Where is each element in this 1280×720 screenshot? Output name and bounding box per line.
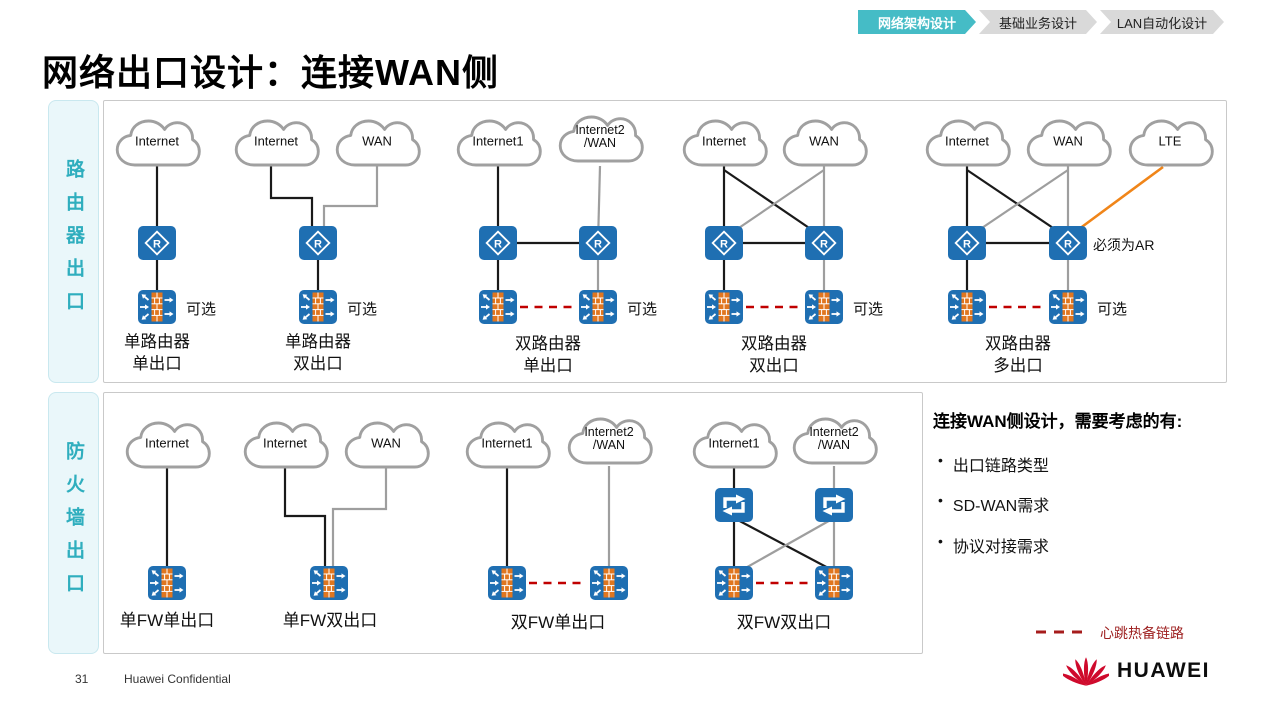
- note-bullet: •出口链路类型: [938, 452, 1049, 475]
- cloud-wan: WAN: [333, 116, 421, 170]
- sidebar-router-egress-label: 路由器出口: [63, 159, 84, 324]
- cloud-wan: WAN: [342, 418, 430, 472]
- sidebar-firewall-egress-label: 防火墙出口: [63, 440, 84, 606]
- diagram-caption: 单路由器双出口: [285, 333, 351, 373]
- firewall-icon: [298, 289, 338, 325]
- tab-basic-service[interactable]: 基础业务设计: [979, 10, 1097, 34]
- cloud-label: Internet2: [575, 123, 625, 138]
- cloud-internet: Internet: [113, 116, 201, 170]
- firewall-icon: [804, 289, 844, 325]
- tab-lan-automation[interactable]: LAN自动化设计: [1100, 10, 1224, 34]
- cloud-lte: LTE: [1126, 116, 1214, 170]
- firewall-icon: [1048, 289, 1088, 325]
- sidebar-router-egress: 路由器出口: [48, 100, 99, 383]
- diagram-caption: 双FW单出口: [510, 613, 606, 632]
- firewall-icon: [947, 289, 987, 325]
- switch-icon: [714, 487, 754, 523]
- firewall-icon: [814, 565, 854, 601]
- must-be-ar-tag: 必须为AR: [1093, 237, 1155, 253]
- bullet-icon: •: [938, 452, 943, 468]
- cloud-label: /WAN: [592, 438, 626, 453]
- cloud-wan: WAN: [1024, 116, 1112, 170]
- firewall-icon: [137, 289, 177, 325]
- firewall-icon: [704, 289, 744, 325]
- router-icon: [578, 225, 618, 261]
- cloud-label: Internet: [701, 133, 747, 149]
- cloud-internet2-wan: Internet2 /WAN: [556, 112, 644, 166]
- cloud-label: /WAN: [583, 136, 617, 151]
- diagram-caption: 双路由器多出口: [985, 335, 1051, 375]
- optional-tag: 可选: [1097, 301, 1128, 318]
- firewall-icon: [478, 289, 518, 325]
- note-bullet: •协议对接需求: [938, 533, 1049, 556]
- cloud-wan: WAN: [780, 116, 868, 170]
- cloud-label: /WAN: [817, 438, 851, 453]
- huawei-logo-text: HUAWEI: [1117, 659, 1210, 682]
- cloud-internet1: Internet1: [690, 418, 778, 472]
- huawei-logo: HUAWEI: [1063, 653, 1210, 689]
- router-icon: [478, 225, 518, 261]
- cloud-internet1: Internet1: [454, 116, 542, 170]
- page-number: 31: [75, 672, 89, 686]
- note-bullet: •SD-WAN需求: [938, 492, 1050, 515]
- cloud-label: Internet1: [708, 435, 760, 451]
- bullet-icon: •: [938, 533, 943, 549]
- diagram-caption: 双路由器单出口: [515, 335, 581, 375]
- cloud-internet: Internet: [123, 418, 211, 472]
- huawei-flower-icon: [1063, 657, 1109, 688]
- optional-tag: 可选: [627, 301, 658, 318]
- page-title: 网络出口设计：连接WAN侧: [42, 52, 499, 93]
- router-icon: [804, 225, 844, 261]
- cloud-label: Internet: [944, 133, 990, 149]
- firewall-icon: [589, 565, 629, 601]
- diagram-caption: 单FW双出口: [282, 611, 378, 630]
- firewall-icon: [487, 565, 527, 601]
- firewall-icon: [578, 289, 618, 325]
- router-icon: [1048, 225, 1088, 261]
- cloud-label: Internet: [144, 435, 190, 451]
- diagram-caption: 单FW单出口: [119, 611, 215, 630]
- optional-tag: 可选: [347, 301, 378, 318]
- diagram-caption: 单路由器单出口: [124, 333, 190, 373]
- optional-tag: 可选: [186, 301, 217, 318]
- cloud-label: LTE: [1158, 133, 1182, 149]
- cloud-internet: Internet: [680, 116, 768, 170]
- firewall-icon: [147, 565, 187, 601]
- sidebar-firewall-egress: 防火墙出口: [48, 392, 99, 654]
- optional-tag: 可选: [853, 301, 884, 318]
- cloud-internet1: Internet1: [463, 418, 551, 472]
- heartbeat-legend-label: 心跳热备链路: [1100, 625, 1184, 641]
- router-icon: [298, 225, 338, 261]
- cloud-label: WAN: [809, 133, 839, 149]
- cloud-label: WAN: [362, 133, 392, 149]
- firewall-icon: [309, 565, 349, 601]
- cloud-internet2-wan: Internet2 /WAN: [565, 414, 653, 468]
- cloud-label: Internet2: [584, 425, 634, 440]
- cloud-label: WAN: [371, 435, 401, 451]
- cloud-label: Internet: [253, 133, 299, 149]
- cloud-internet: Internet: [923, 116, 1011, 170]
- cloud-label: Internet: [134, 133, 180, 149]
- cloud-label: WAN: [1053, 133, 1083, 149]
- notes-heading: 连接WAN侧设计，需要考虑的有:: [933, 412, 1183, 431]
- cloud-internet2-wan: Internet2 /WAN: [790, 414, 878, 468]
- cloud-label: Internet1: [472, 133, 524, 149]
- router-icon: [704, 225, 744, 261]
- bullet-icon: •: [938, 492, 943, 508]
- cloud-internet: Internet: [232, 116, 320, 170]
- router-icon: [947, 225, 987, 261]
- diagram-caption: 双FW双出口: [736, 613, 832, 632]
- cloud-label: Internet2: [809, 425, 859, 440]
- cloud-label: Internet1: [481, 435, 533, 451]
- switch-icon: [814, 487, 854, 523]
- router-icon: [137, 225, 177, 261]
- confidential-label: Huawei Confidential: [124, 672, 231, 686]
- diagram-caption: 双路由器双出口: [741, 335, 807, 375]
- tab-network-architecture[interactable]: 网络架构设计: [858, 10, 976, 34]
- firewall-icon: [714, 565, 754, 601]
- cloud-internet: Internet: [241, 418, 329, 472]
- cloud-label: Internet: [262, 435, 308, 451]
